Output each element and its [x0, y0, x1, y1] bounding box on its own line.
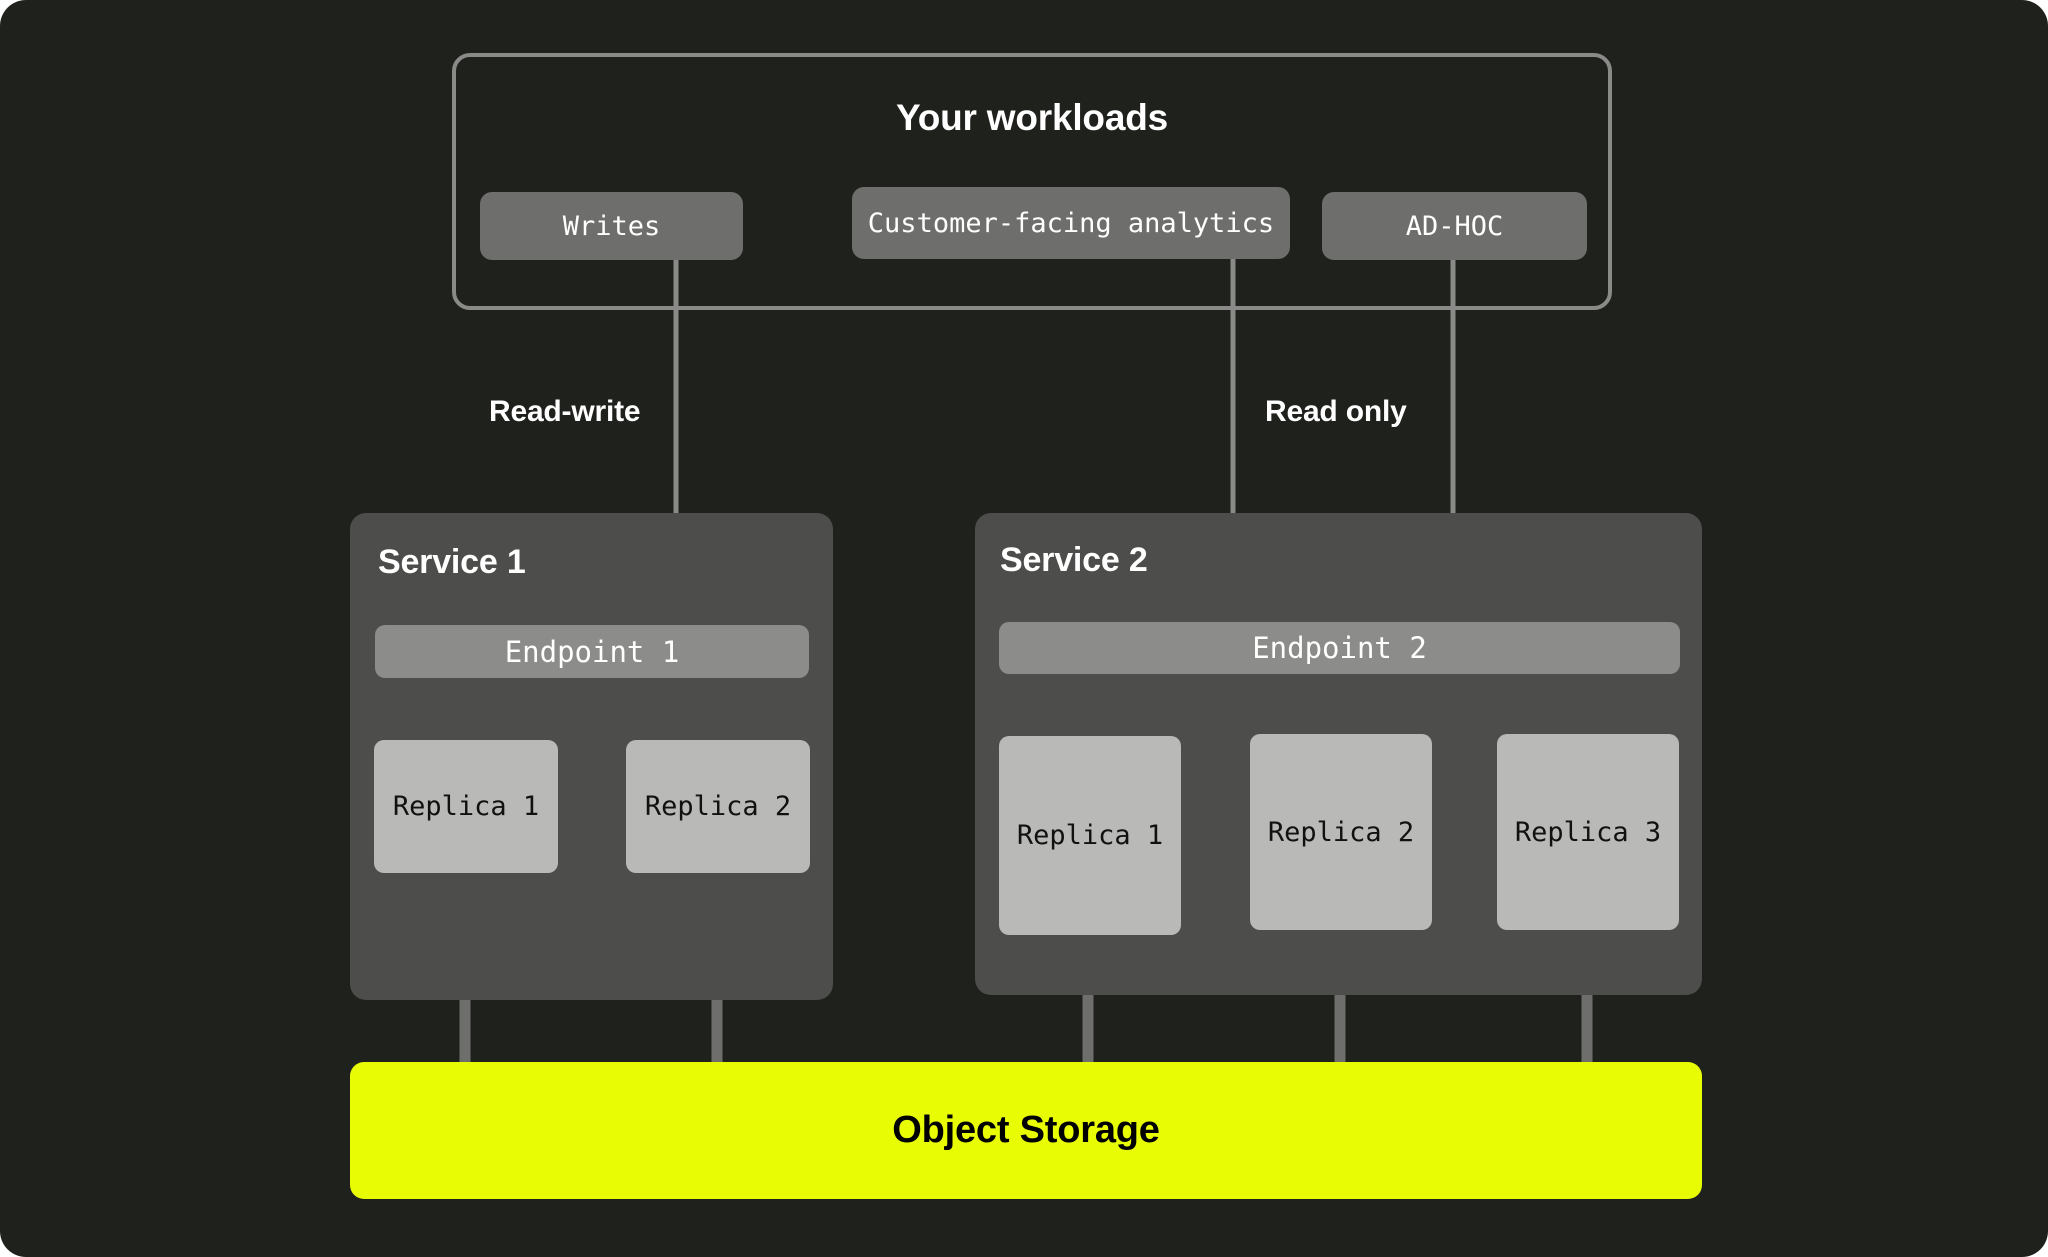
service-1-replica-2[interactable]: Replica 2 [626, 740, 810, 873]
workload-button-label: Writes [562, 210, 661, 242]
endpoint-1[interactable]: Endpoint 1 [375, 625, 809, 678]
object-storage-label: Object Storage [892, 1109, 1160, 1151]
object-storage-bar[interactable]: Object Storage [350, 1062, 1702, 1199]
workloads-title: Your workloads [895, 97, 1168, 138]
workloads-panel: Your workloads [452, 53, 1612, 310]
edge-label-read-only: Read only [1265, 395, 1407, 428]
replica-label: Replica 1 [392, 791, 540, 822]
endpoint-2[interactable]: Endpoint 2 [999, 622, 1680, 674]
endpoint-label: Endpoint 1 [504, 634, 680, 669]
service-2-replica-3[interactable]: Replica 3 [1497, 734, 1679, 930]
workload-button-label: Customer-facing analytics [867, 207, 1275, 239]
workload-button-ad-hoc[interactable]: AD-HOC [1322, 192, 1587, 260]
service-2-replica-2[interactable]: Replica 2 [1250, 734, 1432, 930]
workload-button-customer-facing-analytics[interactable]: Customer-facing analytics [852, 187, 1290, 259]
endpoint-label: Endpoint 2 [1252, 631, 1427, 665]
service-2-replica-1[interactable]: Replica 1 [999, 736, 1181, 935]
service-1-replica-1[interactable]: Replica 1 [374, 740, 558, 873]
replica-label: Replica 3 [1514, 816, 1662, 848]
service-title: Service 2 [1000, 541, 1148, 579]
workload-button-writes[interactable]: Writes [480, 192, 743, 260]
replica-label: Replica 1 [1016, 820, 1164, 851]
service-title: Service 1 [378, 543, 526, 581]
edge-label-read-write: Read-write [489, 395, 641, 428]
replica-label: Replica 2 [1267, 816, 1415, 848]
workload-button-label: AD-HOC [1405, 210, 1504, 242]
replica-label: Replica 2 [644, 791, 792, 822]
